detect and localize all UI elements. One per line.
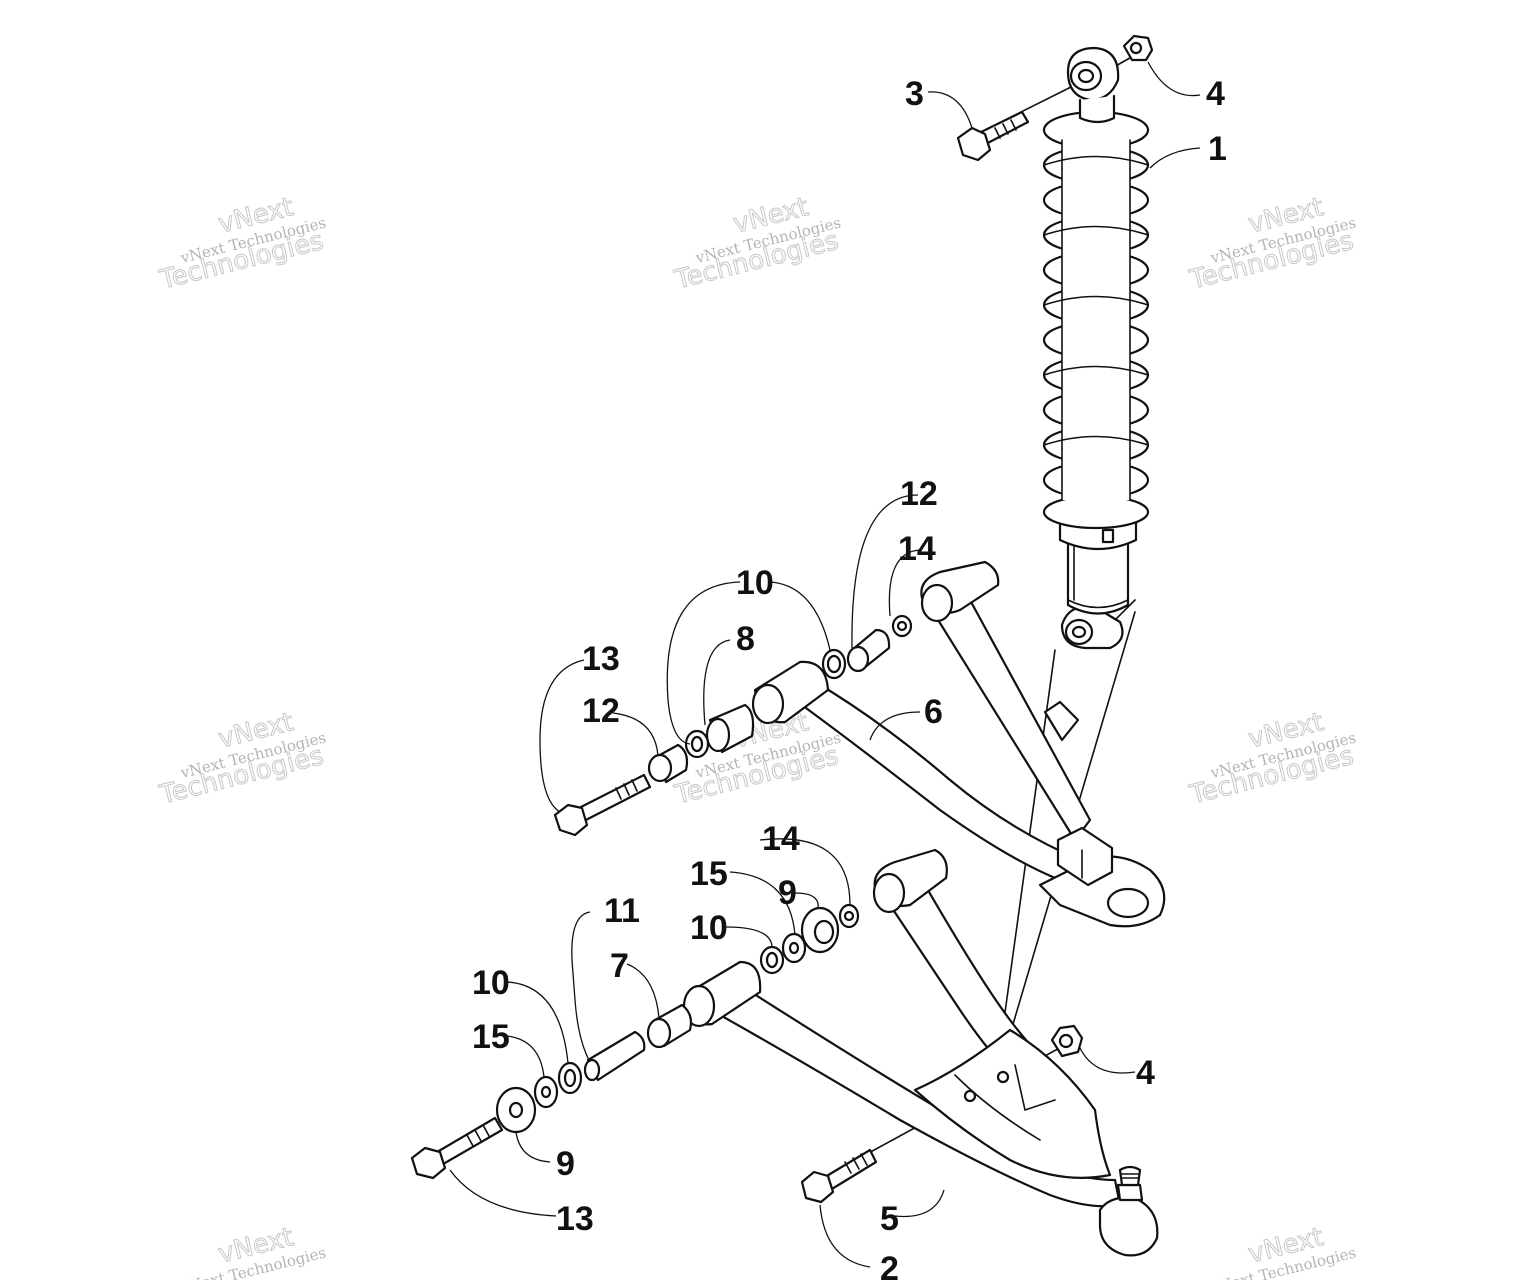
nut-lower-arm (1050, 1024, 1084, 1058)
callout-4: 4 (1136, 1054, 1155, 1092)
lower-a-arm (682, 848, 1159, 1257)
upper-a-arm (751, 560, 1166, 928)
lower-arm-hardware (410, 903, 860, 1180)
callout-10: 10 (690, 909, 728, 947)
callout-10: 10 (736, 564, 774, 602)
watermark: vNext Technologies vNext Technologies (156, 707, 328, 811)
callout-15: 15 (472, 1018, 510, 1056)
watermark: vNext Technologies vNext (178, 1222, 328, 1284)
callout-14: 14 (898, 530, 936, 568)
callout-6: 6 (924, 693, 943, 731)
callout-10: 10 (472, 964, 510, 1002)
callout-8: 8 (736, 620, 755, 658)
upper-arm-hardware (553, 614, 913, 837)
callout-9: 9 (556, 1145, 575, 1183)
callout-11: 11 (604, 892, 640, 930)
shock-absorber (1042, 46, 1150, 650)
watermark: vNext Technologies vNext (1208, 1222, 1358, 1284)
bolt-lower-arm (800, 1148, 878, 1204)
coil-spring (1042, 110, 1150, 530)
callout-12: 12 (900, 475, 938, 513)
callout-9: 9 (778, 874, 797, 912)
callout-3: 3 (905, 75, 924, 113)
leader-lines (449, 61, 1201, 1268)
callout-4: 4 (1206, 75, 1225, 113)
watermark: vNext Technologies vNext Technologies (156, 192, 328, 296)
callouts: 1 2 3 4 4 5 6 7 8 9 9 10 10 10 11 12 12 … (472, 75, 1227, 1284)
watermark: vNext Technologies vNext Technologies (671, 192, 843, 296)
callout-13: 13 (556, 1200, 594, 1238)
nut-shock-top (1122, 34, 1154, 62)
callout-12: 12 (582, 692, 620, 730)
callout-5: 5 (880, 1200, 899, 1238)
watermark: vNext Technologies vNext Technologies (1186, 707, 1358, 811)
callout-7: 7 (610, 947, 629, 985)
callout-2: 2 (880, 1250, 899, 1280)
callout-15: 15 (690, 855, 728, 893)
bolt-shock-top (956, 110, 1030, 162)
watermark: vNext Technologies vNext Technologies (1186, 192, 1358, 296)
callout-1: 1 (1208, 130, 1227, 168)
callout-13: 13 (582, 640, 620, 678)
callout-14: 14 (762, 820, 800, 858)
